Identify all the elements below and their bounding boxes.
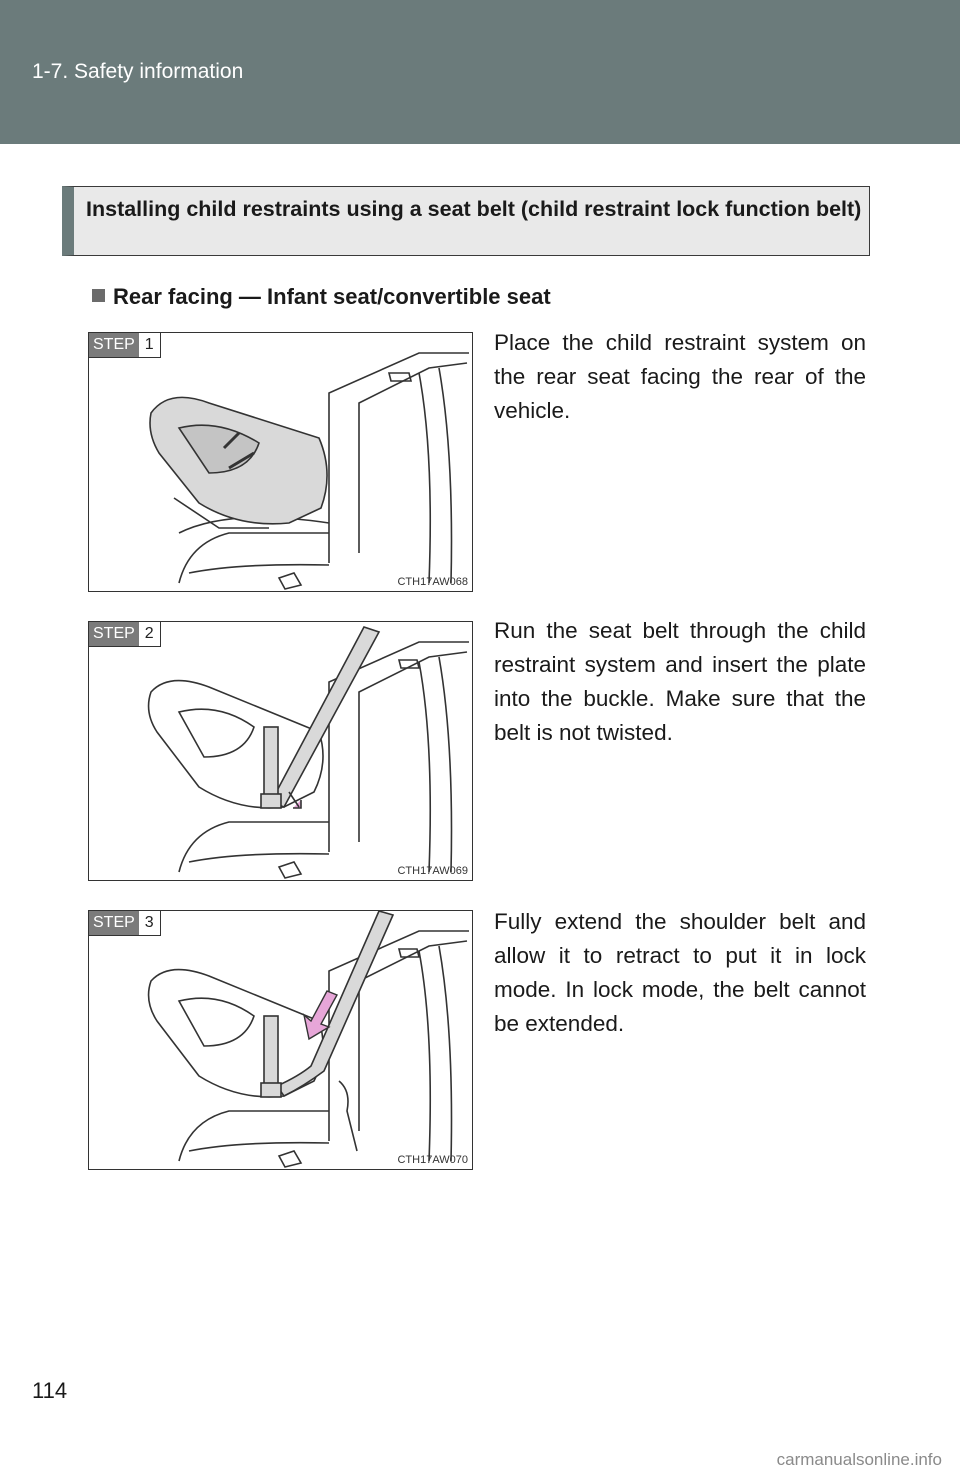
figure-code: CTH17AW070: [397, 1154, 468, 1166]
square-bullet-icon: [92, 289, 105, 302]
section-title: 1-7. Safety information: [32, 60, 244, 83]
page-number: 114: [32, 1378, 68, 1403]
step-3-text: Fully extend the shoulder belt and allow…: [494, 909, 866, 1036]
heading-box: Installing child restraints using a seat…: [62, 186, 870, 256]
heading-title: Installing child restraints using a seat…: [86, 197, 862, 221]
step-2-text: Run the seat belt through the child rest…: [494, 618, 866, 745]
watermark: carmanualsonline.info: [776, 1450, 942, 1469]
figure-code: CTH17AW068: [397, 576, 468, 588]
subheading: Rear facing — Infant seat/convertible se…: [92, 284, 551, 310]
subheading-text: Rear facing — Infant seat/convertible se…: [113, 284, 551, 309]
page-header: 1-7. Safety information: [0, 0, 960, 144]
figure-code: CTH17AW069: [397, 865, 468, 877]
infant-seat-illustration: [149, 352, 469, 590]
step-1-text: Place the child restraint system on the …: [494, 330, 866, 423]
lock-mode-belt-illustration: [147, 911, 469, 1168]
seat-belt-through-seat-illustration: [147, 626, 469, 879]
